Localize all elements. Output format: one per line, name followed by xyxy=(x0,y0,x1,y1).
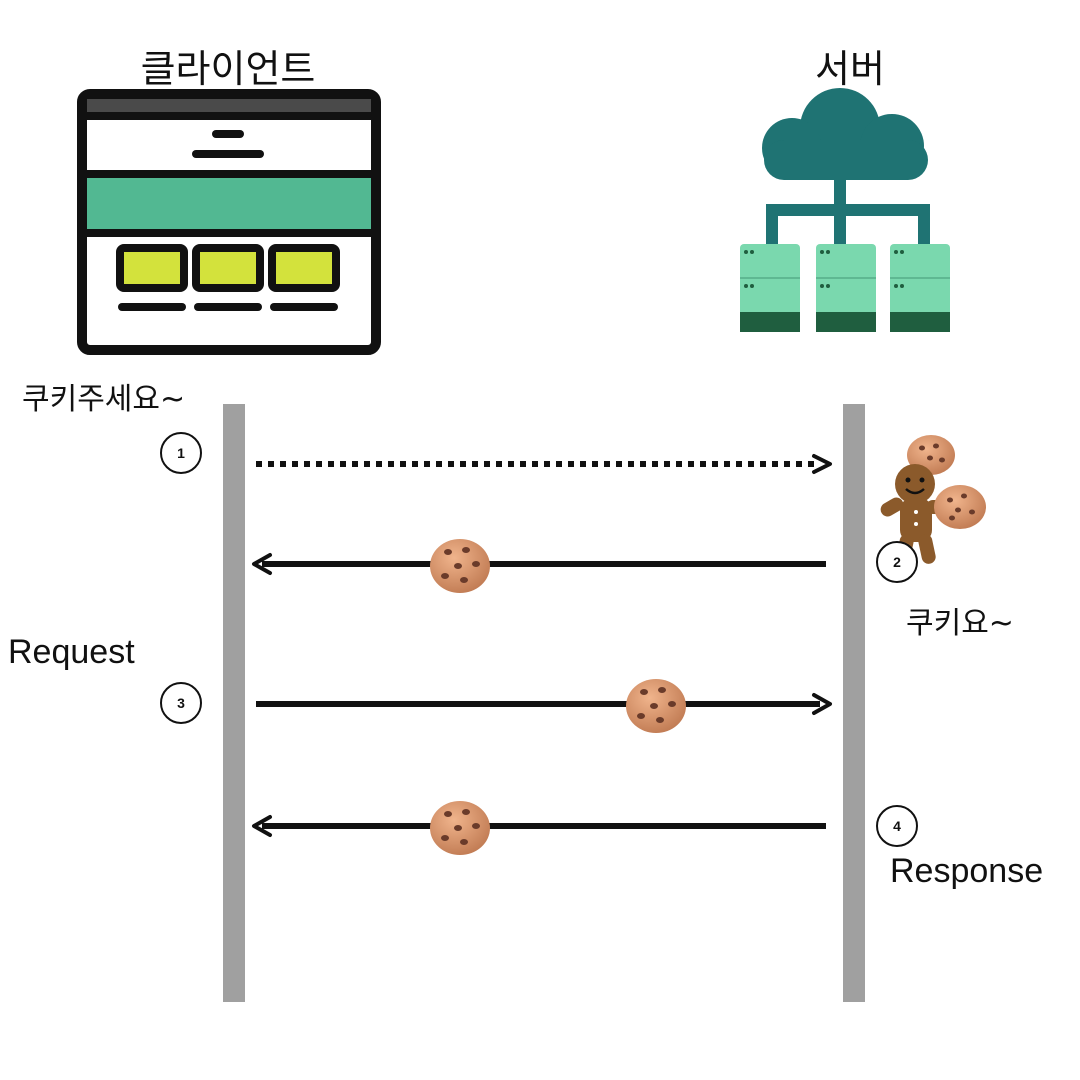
step-1-badge: 1 xyxy=(160,432,202,474)
step-2-badge: 2 xyxy=(876,541,918,583)
step-4-badge: 4 xyxy=(876,805,918,847)
message-3-arrow xyxy=(256,693,832,715)
cookie-icon xyxy=(430,539,490,593)
message-4-arrow xyxy=(252,815,826,837)
request-label: Request xyxy=(8,633,135,671)
cookie-icon xyxy=(626,679,686,733)
response-label: Response xyxy=(890,852,1044,890)
server-lifeline xyxy=(843,404,865,1002)
client-title: 클라이언트 xyxy=(140,47,316,91)
server-speech-text: 쿠키요~ xyxy=(906,606,1014,641)
message-1-arrow xyxy=(256,454,832,474)
cookie-icon xyxy=(430,801,490,855)
client-lifeline xyxy=(223,404,245,1002)
server-title: 서버 xyxy=(815,47,885,91)
client-speech-text: 쿠키주세요~ xyxy=(22,382,186,417)
step-3-badge: 3 xyxy=(160,682,202,724)
message-2-arrow xyxy=(252,553,826,575)
